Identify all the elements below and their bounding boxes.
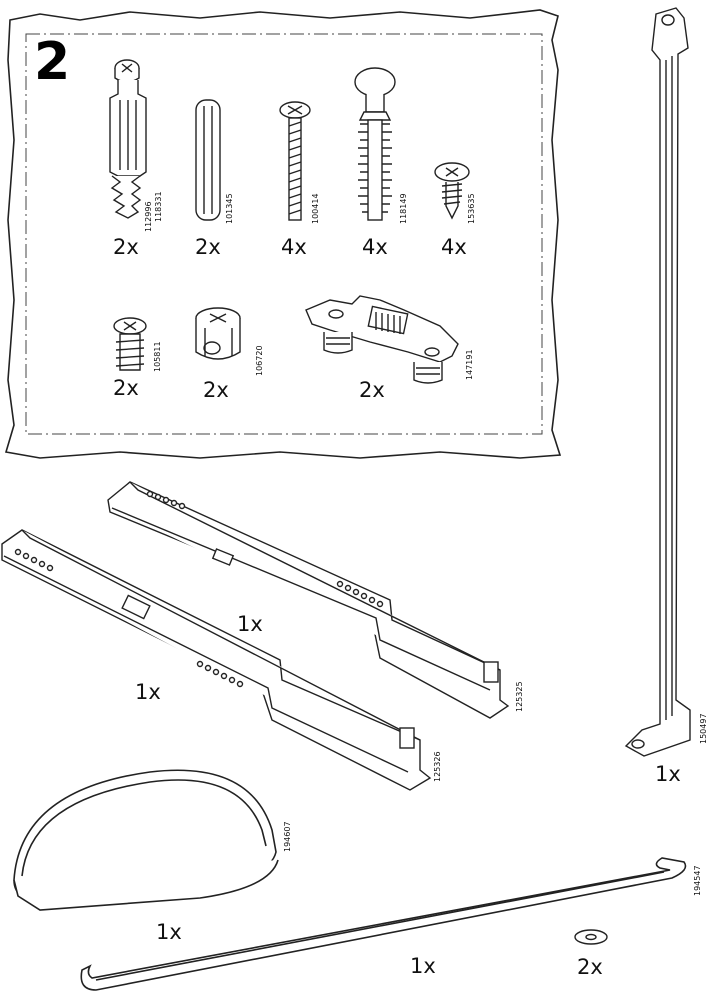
part-code: 147191 xyxy=(465,349,474,380)
part-qty: 2x xyxy=(113,235,139,259)
fitting-bag-outline xyxy=(4,9,562,459)
part-qty: 2x xyxy=(203,378,229,402)
expansion-bolt-icon xyxy=(354,67,396,221)
part-code: 112996 xyxy=(144,201,153,232)
part-qty: 1x xyxy=(237,612,263,636)
drawer-rail-right-icon xyxy=(107,481,510,719)
screw-icon xyxy=(279,101,311,221)
cam-lock-icon xyxy=(195,307,241,360)
drawer-rail-left-icon xyxy=(1,529,432,791)
vertical-rail-icon xyxy=(624,7,691,757)
washer-icon xyxy=(574,929,608,945)
part-code: 150497 xyxy=(699,713,708,744)
part-qty: 1x xyxy=(655,762,681,786)
part-qty: 1x xyxy=(410,954,436,978)
handle-icon xyxy=(13,769,279,911)
part-qty: 1x xyxy=(135,680,161,704)
part-qty: 4x xyxy=(281,235,307,259)
part-code: 101345 xyxy=(225,193,234,224)
part-code: 106720 xyxy=(255,345,264,376)
part-qty: 1x xyxy=(156,920,182,944)
screw-small-icon xyxy=(113,317,147,371)
part-code: 118149 xyxy=(399,193,408,224)
bar-icon xyxy=(80,857,687,991)
part-code: 125326 xyxy=(433,751,442,782)
fitting-bag-dashed-border xyxy=(25,33,543,435)
part-qty: 2x xyxy=(359,378,385,402)
part-qty: 2x xyxy=(113,376,139,400)
wood-screw-icon xyxy=(434,162,470,220)
part-code: 194547 xyxy=(693,865,702,896)
part-code: 105811 xyxy=(153,341,162,372)
part-code: 153635 xyxy=(467,193,476,224)
part-qty: 2x xyxy=(195,235,221,259)
dowel-icon xyxy=(195,99,221,221)
part-qty: 4x xyxy=(362,235,388,259)
part-code: 125325 xyxy=(515,681,524,712)
part-code: 194607 xyxy=(283,821,292,852)
part-qty: 4x xyxy=(441,235,467,259)
part-code: 100414 xyxy=(311,193,320,224)
cam-stud-icon xyxy=(109,59,147,219)
bracket-icon xyxy=(305,295,459,384)
step-number: 2 xyxy=(34,32,71,92)
part-code: 118331 xyxy=(154,191,163,222)
part-qty: 2x xyxy=(577,955,603,979)
